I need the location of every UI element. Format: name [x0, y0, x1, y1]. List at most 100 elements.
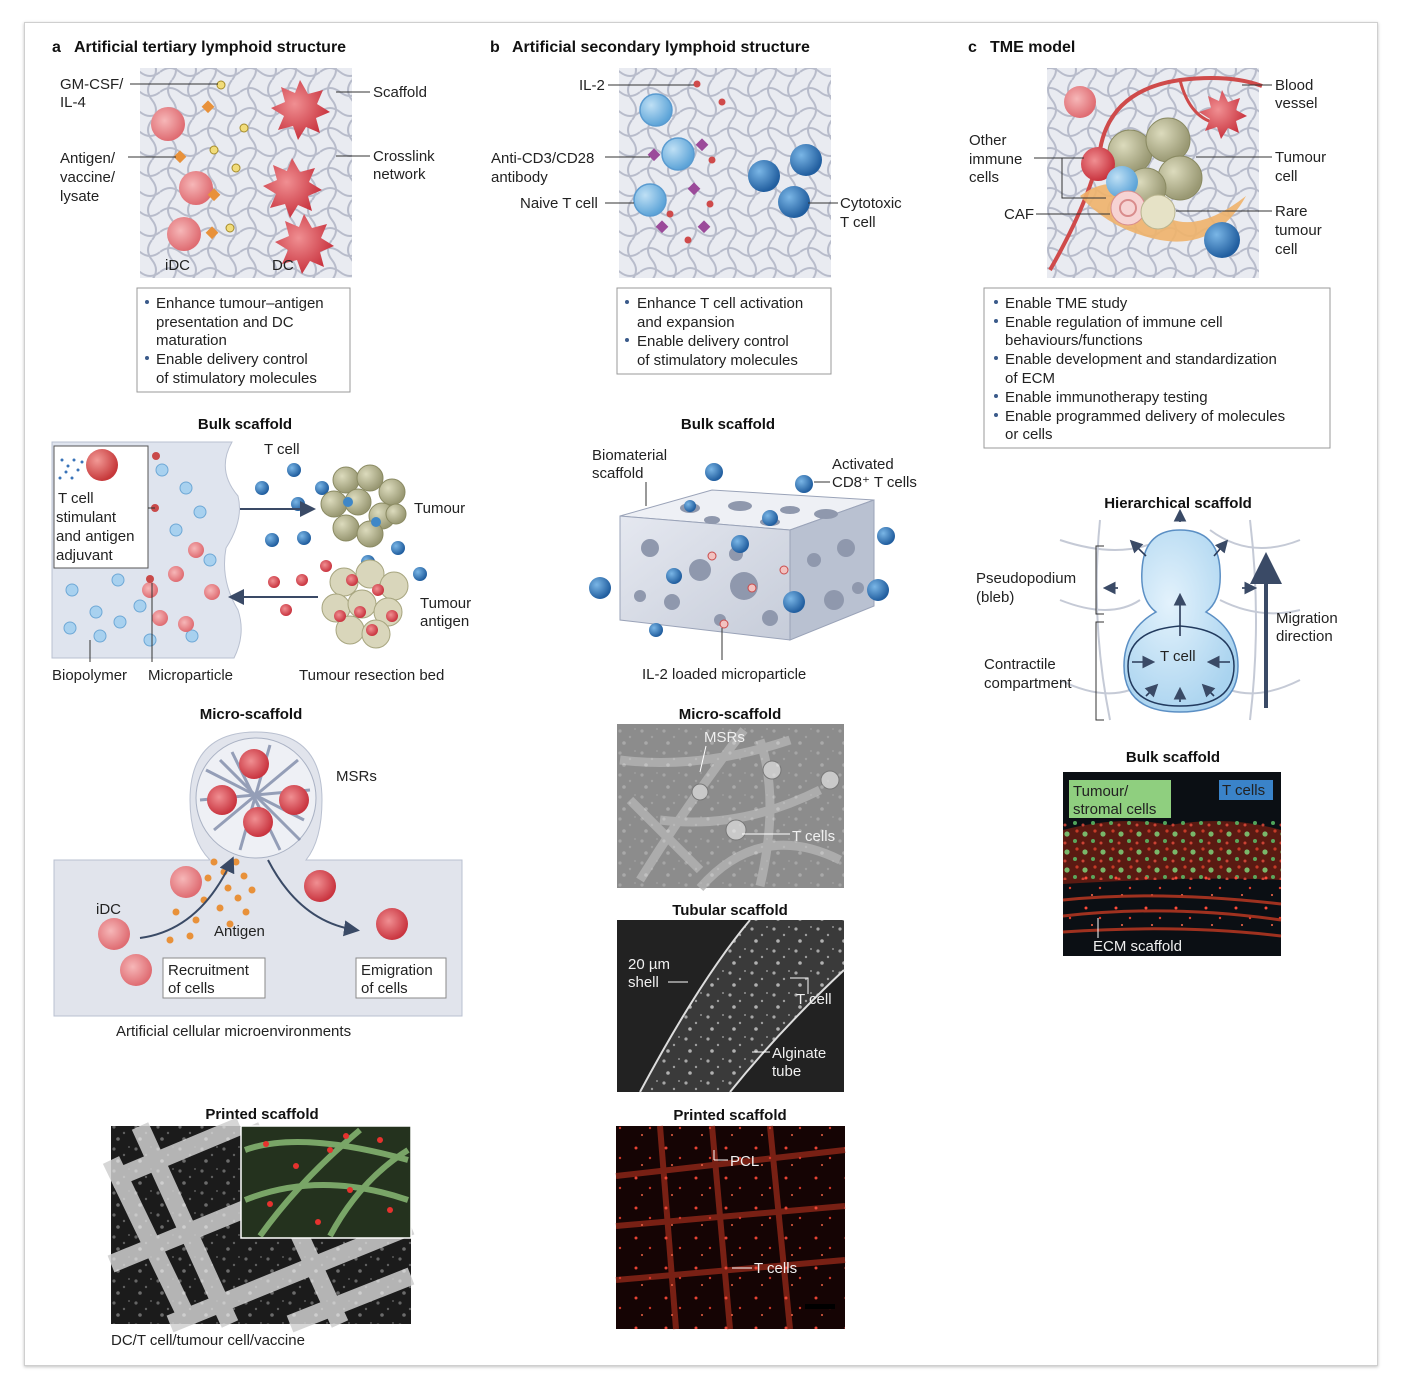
b-micro-sem-image — [617, 724, 844, 891]
panel-b: b Artificial secondary lymphoid structur… — [490, 39, 917, 1330]
label-cyto-line1: Cytotoxic — [840, 195, 902, 212]
c-bulk-micrograph — [1062, 772, 1282, 956]
panel-c-letter: c — [968, 39, 977, 56]
b-printed-scaffold-title: Printed scaffold — [673, 1107, 786, 1124]
b-micro-scaffold-title: Micro-scaffold — [679, 706, 782, 723]
tumour-icon — [320, 464, 407, 548]
panel-a-bullet-1-line3: maturation — [156, 332, 227, 349]
label-gmcsf-line1: GM-CSF/ — [60, 76, 124, 93]
a-bulk-tumour-antigen-line1: Tumour — [420, 595, 471, 612]
c-bulk-scaffold-title: Bulk scaffold — [1126, 749, 1220, 766]
panel-b-bullet-box — [616, 287, 832, 375]
inset-line4: adjuvant — [56, 547, 114, 564]
a-printed-scaffold-title: Printed scaffold — [205, 1106, 318, 1123]
a-printed-caption: DC/T cell/tumour cell/vaccine — [111, 1332, 305, 1349]
a-bulk-resection-bed: Tumour resection bed — [299, 667, 444, 684]
a-bulk-microparticle: Microparticle — [148, 667, 233, 684]
idc-cell-icon — [167, 217, 201, 251]
c-bulk-tumour-line2: stromal cells — [1073, 801, 1156, 818]
panel-c-bullet-2-line2: behaviours/functions — [1005, 332, 1143, 349]
label-blood-line2: vessel — [1275, 95, 1318, 112]
label-other-line2: immune — [969, 151, 1022, 168]
label-scaffold: Scaffold — [373, 84, 427, 101]
label-tumour-line1: Tumour — [1275, 149, 1326, 166]
panel-a-bullet-1-line1: Enhance tumour–antigen — [156, 295, 324, 312]
panel-b-letter: b — [490, 39, 500, 56]
inset-line1: T cell — [58, 490, 94, 507]
tme-illustration — [1047, 68, 1263, 278]
a-bulk-scaffold-illustration — [51, 441, 427, 659]
b-bulk-bio-line2: scaffold — [592, 465, 643, 482]
panel-c-bullet-2-line1: Enable regulation of immune cell — [1005, 314, 1223, 331]
b-bulk-scaffold-illustration — [589, 463, 895, 641]
a-bulk-tumour-antigen-line2: antigen — [420, 613, 469, 630]
panel-a-bullet-box — [136, 287, 351, 393]
panel-c-bullet-4: Enable immunotherapy testing — [1005, 389, 1208, 406]
dc-cell-icon — [263, 158, 322, 218]
label-il2: IL-2 — [579, 77, 605, 94]
inset-line3: and antigen — [56, 528, 134, 545]
panel-c-bullet-1: Enable TME study — [1005, 295, 1128, 312]
label-anti-line1: Anti-CD3/CD28 — [491, 150, 594, 167]
idc-cell-icon — [151, 107, 185, 141]
label-naive: Naive T cell — [520, 195, 598, 212]
label-other-line3: cells — [969, 169, 999, 186]
tumour-stromal-legend-chip — [1069, 780, 1171, 818]
label-dc: DC — [272, 257, 294, 274]
label-crosslink-line2: network — [373, 166, 426, 183]
label-caf: CAF — [1004, 206, 1034, 223]
tls-scaffold-illustration — [140, 68, 352, 278]
a-printed-scaffold-micrograph — [102, 1117, 415, 1333]
c-bulk-tumour-line1: Tumour/ — [1073, 783, 1129, 800]
b-tubular-shell-line2: shell — [628, 974, 659, 991]
b-tubular-alg-line1: Alginate — [772, 1045, 826, 1062]
label-anti-line2: antibody — [491, 169, 548, 186]
panel-c-bullet-5-line1: Enable programmed delivery of molecules — [1005, 408, 1285, 425]
label-idc: iDC — [165, 257, 190, 274]
b-tubular-tcell: T cell — [796, 991, 832, 1008]
label-gmcsf-line2: IL-4 — [60, 94, 86, 111]
c-hier-contr-line1: Contractile — [984, 656, 1056, 673]
panel-c-bullet-3-line2: of ECM — [1005, 370, 1055, 387]
c-bulk-tcells: T cells — [1222, 782, 1265, 799]
b-bulk-act-line2: CD8⁺ T cells — [832, 474, 917, 491]
dc-cell-icon — [271, 80, 330, 140]
label-blood-line1: Blood — [1275, 77, 1313, 94]
panel-a-bullet-1-line2: presentation and DC — [156, 314, 294, 331]
c-hier-pseudo-line1: Pseudopodium — [976, 570, 1076, 587]
panel-a-bullet-2-line1: Enable delivery control — [156, 351, 308, 368]
panel-a: a Artificial tertiary lymphoid structure… — [51, 39, 471, 1349]
label-antigen-line2: vaccine/ — [60, 169, 116, 186]
inset-line2: stimulant — [56, 509, 117, 526]
b-bulk-scaffold-title: Bulk scaffold — [681, 416, 775, 433]
a-micro-recruit-line2: of cells — [168, 980, 215, 997]
label-rare-line1: Rare — [1275, 203, 1308, 220]
a-micro-scaffold-illustration — [53, 731, 463, 1017]
label-antigen-line3: lysate — [60, 188, 99, 205]
panel-a-bullet-2-line2: of stimulatory molecules — [156, 370, 317, 387]
b-micro-tcells: T cells — [792, 828, 835, 845]
b-micro-msrs: MSRs — [704, 729, 745, 746]
label-crosslink-line1: Crosslink — [373, 148, 435, 165]
panel-c-bullet-box — [983, 287, 1331, 449]
dc-cell-icon — [275, 214, 334, 274]
panel-c-bullet-5-line2: or cells — [1005, 426, 1053, 443]
label-rare-line3: cell — [1275, 241, 1298, 258]
b-printed-micrograph — [615, 1125, 846, 1330]
c-hier-mig-line2: direction — [1276, 628, 1333, 645]
panel-b-bullet-2-line2: of stimulatory molecules — [637, 352, 798, 369]
a-micro-caption: Artificial cellular microenvironments — [116, 1023, 351, 1040]
panel-b-bullet-1-line2: and expansion — [637, 314, 735, 331]
c-hierarchical-title: Hierarchical scaffold — [1104, 495, 1252, 512]
c-bulk-ecm: ECM scaffold — [1093, 938, 1182, 955]
a-micro-idc: iDC — [96, 901, 121, 918]
b-printed-tcells: T cells — [754, 1260, 797, 1277]
a-micro-emig-line1: Emigration — [361, 962, 433, 979]
label-other-line1: Other — [969, 132, 1007, 149]
c-hier-pseudo-line2: (bleb) — [976, 589, 1014, 606]
b-bulk-act-line1: Activated — [832, 456, 894, 473]
a-bulk-tumour-label: Tumour — [414, 500, 465, 517]
panel-a-title: Artificial tertiary lymphoid structure — [74, 39, 346, 56]
panel-c-title: TME model — [990, 39, 1075, 56]
